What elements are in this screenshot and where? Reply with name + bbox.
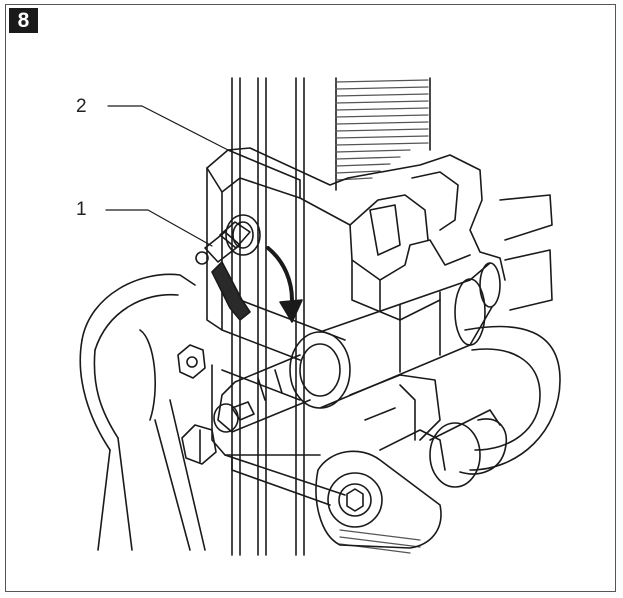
drill-body: [459, 194, 561, 475]
callout-leader-2: [107, 105, 229, 151]
spindle-pin: [213, 354, 311, 433]
callout-label-1: 1: [76, 199, 87, 220]
callout-leader-1: [105, 209, 213, 247]
figure-frame: [5, 4, 616, 592]
lever-link: [315, 409, 501, 549]
lower-bracket: [211, 364, 441, 506]
direction-arrow: [266, 246, 303, 323]
carriage-bracket: [206, 147, 506, 361]
side-handle: [79, 273, 206, 551]
step-number-badge: 8: [9, 8, 38, 33]
toothed-rack: [335, 77, 431, 554]
callout-label-2: 2: [76, 96, 87, 117]
hex-bolt-upper: [177, 344, 206, 379]
clamping-lever: [195, 214, 261, 321]
main-shaft: [289, 262, 501, 409]
vertical-rail: [231, 77, 305, 556]
hex-bolt-lower: [181, 424, 217, 465]
